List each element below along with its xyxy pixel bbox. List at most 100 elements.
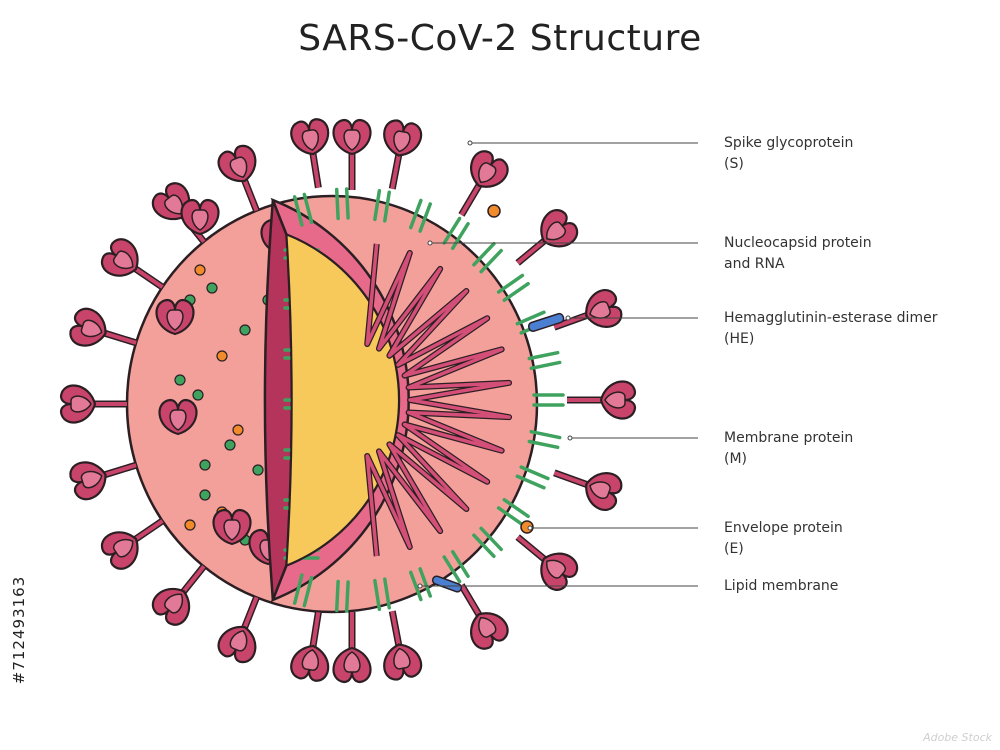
spike-head-inner — [478, 162, 497, 183]
membrane-protein — [527, 350, 562, 371]
membrane-protein-strand — [409, 198, 423, 230]
membrane-protein-strand — [442, 216, 462, 245]
membrane-protein-strand — [442, 555, 462, 584]
spike-head-inner — [343, 129, 361, 151]
membrane-protein — [527, 429, 562, 450]
spike-head-inner — [164, 593, 184, 614]
membrane-protein-strand — [502, 281, 530, 302]
label-line: Hemagglutinin-esterase dimer — [724, 310, 938, 326]
spike-glycoprotein — [458, 583, 509, 650]
spike-stalk — [101, 463, 137, 478]
label-hemagglutinin-esterase: Hemagglutinin-esterase dimer (HE) — [724, 308, 937, 350]
spike-stalk — [241, 596, 259, 632]
spike-stalk — [459, 181, 483, 216]
membrane-protein — [496, 498, 530, 527]
spike-glycoprotein — [100, 238, 165, 290]
spike-stalk — [179, 565, 206, 596]
membrane-protein-strand — [418, 202, 432, 233]
spike-stalk — [553, 312, 591, 330]
hemagglutinin-esterase-dimer — [431, 575, 463, 593]
surface-protein-dot — [199, 489, 211, 501]
label-nucleocapsid-protein: Nucleocapsid protein and RNA — [724, 233, 872, 275]
stock-id: #712493163 — [2, 520, 36, 740]
surface-protein-dot — [206, 282, 218, 294]
spike-head-inner — [478, 617, 497, 638]
surface-protein-dot — [252, 464, 264, 476]
stock-id-text: #712493163 — [10, 575, 28, 685]
spike-head-inner — [223, 519, 241, 541]
label-spike-glycoprotein: Spike glycoprotein (S) — [724, 133, 853, 175]
surface-protein-dot — [192, 389, 204, 401]
spike-glycoprotein — [69, 307, 138, 347]
spike-head-inner — [166, 309, 184, 331]
spike-head-inner — [229, 630, 248, 652]
spike-glycoprotein — [100, 518, 165, 570]
spike-glycoprotein — [290, 611, 330, 682]
spike-stalk — [241, 176, 259, 212]
spike-glycoprotein — [59, 384, 127, 424]
membrane-protein-strand — [450, 221, 470, 251]
diagram-title: SARS-CoV-2 Structure — [298, 18, 702, 59]
spike-stalk — [310, 149, 321, 188]
spike-glycoprotein — [217, 144, 260, 212]
surface-protein-dot — [184, 519, 196, 531]
membrane-protein-strand — [302, 575, 314, 608]
spike-head-inner — [169, 409, 187, 431]
rna-strand — [365, 243, 511, 557]
label-line: and RNA — [724, 256, 785, 272]
label-line: Lipid membrane — [724, 578, 839, 594]
membrane-protein — [496, 273, 530, 302]
membrane-protein-strand — [383, 190, 391, 223]
spike-head-inner — [393, 130, 411, 153]
spike-glycoprotein — [155, 298, 195, 336]
label-line: (S) — [724, 156, 744, 172]
spike-head-inner — [80, 319, 103, 338]
membrane-protein-strand — [515, 474, 546, 490]
surface-protein-dot — [174, 374, 186, 386]
membrane-protein-strand — [344, 187, 350, 220]
spike-glycoprotein — [515, 209, 579, 266]
membrane-protein-strand — [502, 498, 530, 519]
surface-protein-dot — [216, 350, 228, 362]
membrane-protein — [532, 393, 565, 407]
spike-stalk — [131, 519, 164, 543]
label-envelope-protein: Envelope protein (E) — [724, 518, 843, 560]
spike-stalk — [390, 610, 402, 649]
hemagglutinin-esterase-dimer — [527, 312, 565, 333]
surface-protein-dot — [199, 459, 211, 471]
spike-glycoprotein — [217, 596, 260, 664]
spike-glycoprotein — [69, 461, 138, 501]
spike-glycoprotein — [383, 610, 423, 681]
spike-head-inner — [191, 209, 209, 231]
spike-glycoprotein — [332, 118, 372, 190]
spike-stalk — [101, 330, 137, 345]
membrane-protein — [334, 579, 350, 613]
label-line: (HE) — [724, 331, 755, 347]
surface-protein-dot — [239, 324, 251, 336]
spike-head-inner — [546, 221, 566, 241]
watermark: Adobe Stock — [923, 731, 992, 744]
spike-glycoprotein — [212, 508, 252, 546]
membrane-protein — [472, 526, 503, 558]
membrane-protein-strand — [527, 350, 560, 361]
spike-head-inner — [229, 156, 248, 178]
membrane-protein-strand — [302, 192, 314, 225]
spike-stalk — [516, 237, 549, 265]
spike-head-inner — [112, 538, 134, 558]
spike-stalk — [459, 584, 483, 619]
label-line: Nucleocapsid protein — [724, 235, 872, 251]
spike-head-inner — [393, 647, 411, 670]
spike-glycoprotein — [567, 380, 637, 420]
membrane-protein — [409, 567, 432, 602]
leader-dot — [567, 435, 573, 441]
spike-stalk — [310, 612, 321, 651]
membrane-protein-strand — [496, 273, 525, 294]
label-line: (M) — [724, 451, 748, 467]
membrane-protein-strand — [479, 526, 503, 552]
envelope-protein — [487, 204, 501, 218]
membrane-protein — [442, 216, 470, 251]
membrane-protein — [373, 577, 391, 612]
surface-protein-dot — [232, 424, 244, 436]
spike-head-inner — [604, 391, 626, 409]
